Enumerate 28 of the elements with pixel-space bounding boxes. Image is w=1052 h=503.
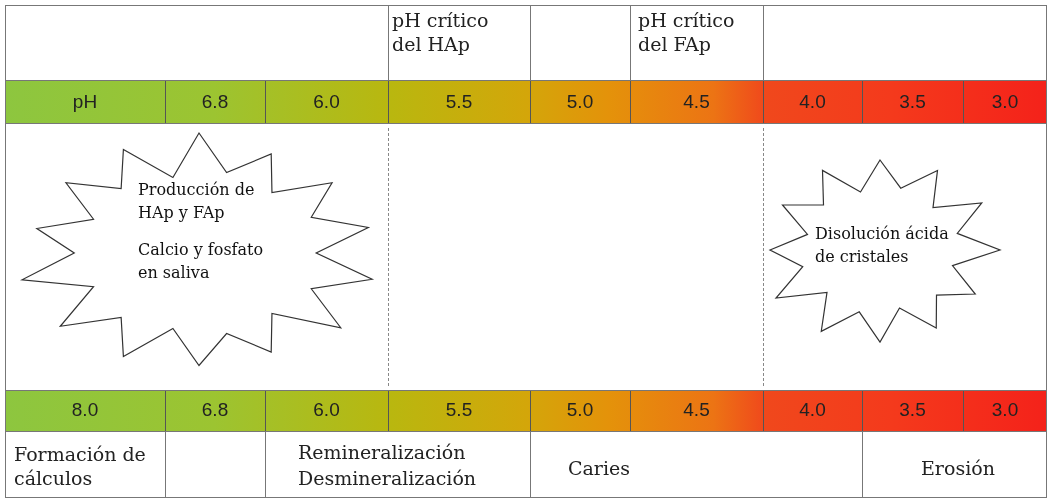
ph-value: 6.8 <box>200 91 230 113</box>
ph-value: 4.0 <box>798 91 827 113</box>
ph-value: 3.5 <box>898 399 927 421</box>
ph-value: 4.5 <box>682 399 711 421</box>
ph-value: 3.0 <box>990 91 1020 113</box>
zone-label: Erosión <box>921 456 995 480</box>
ph-value: 4.5 <box>682 91 711 113</box>
zone-label: Formación de cálculos <box>14 442 147 490</box>
ph-value: 5.0 <box>565 399 595 421</box>
zone-label: Caries <box>568 456 631 480</box>
ph-value: 6.0 <box>312 91 341 113</box>
ph-value: 3.5 <box>898 91 927 113</box>
ph-value: 3.0 <box>990 399 1020 421</box>
ph-value: 6.0 <box>312 399 341 421</box>
ph-value: 4.0 <box>798 399 827 421</box>
zone-label: Remineralización <box>298 440 466 464</box>
ph-value: 5.5 <box>444 399 474 421</box>
ph-value: 6.8 <box>200 399 230 421</box>
zone-label: Desmineralización <box>298 466 477 490</box>
callout-text: Producción de HAp y FAp <box>138 179 256 224</box>
callout-text: Disolución ácida de cristales <box>815 223 950 268</box>
ph-value: 5.0 <box>565 91 595 113</box>
callout-text: Calcio y fosfato en saliva <box>138 239 265 284</box>
row-header: pH <box>71 91 99 113</box>
column-header: pH crítico del HAp <box>392 8 490 56</box>
ph-value: 5.5 <box>444 91 474 113</box>
column-header: pH crítico del FAp <box>638 8 736 56</box>
ph-value: 8.0 <box>70 399 100 421</box>
